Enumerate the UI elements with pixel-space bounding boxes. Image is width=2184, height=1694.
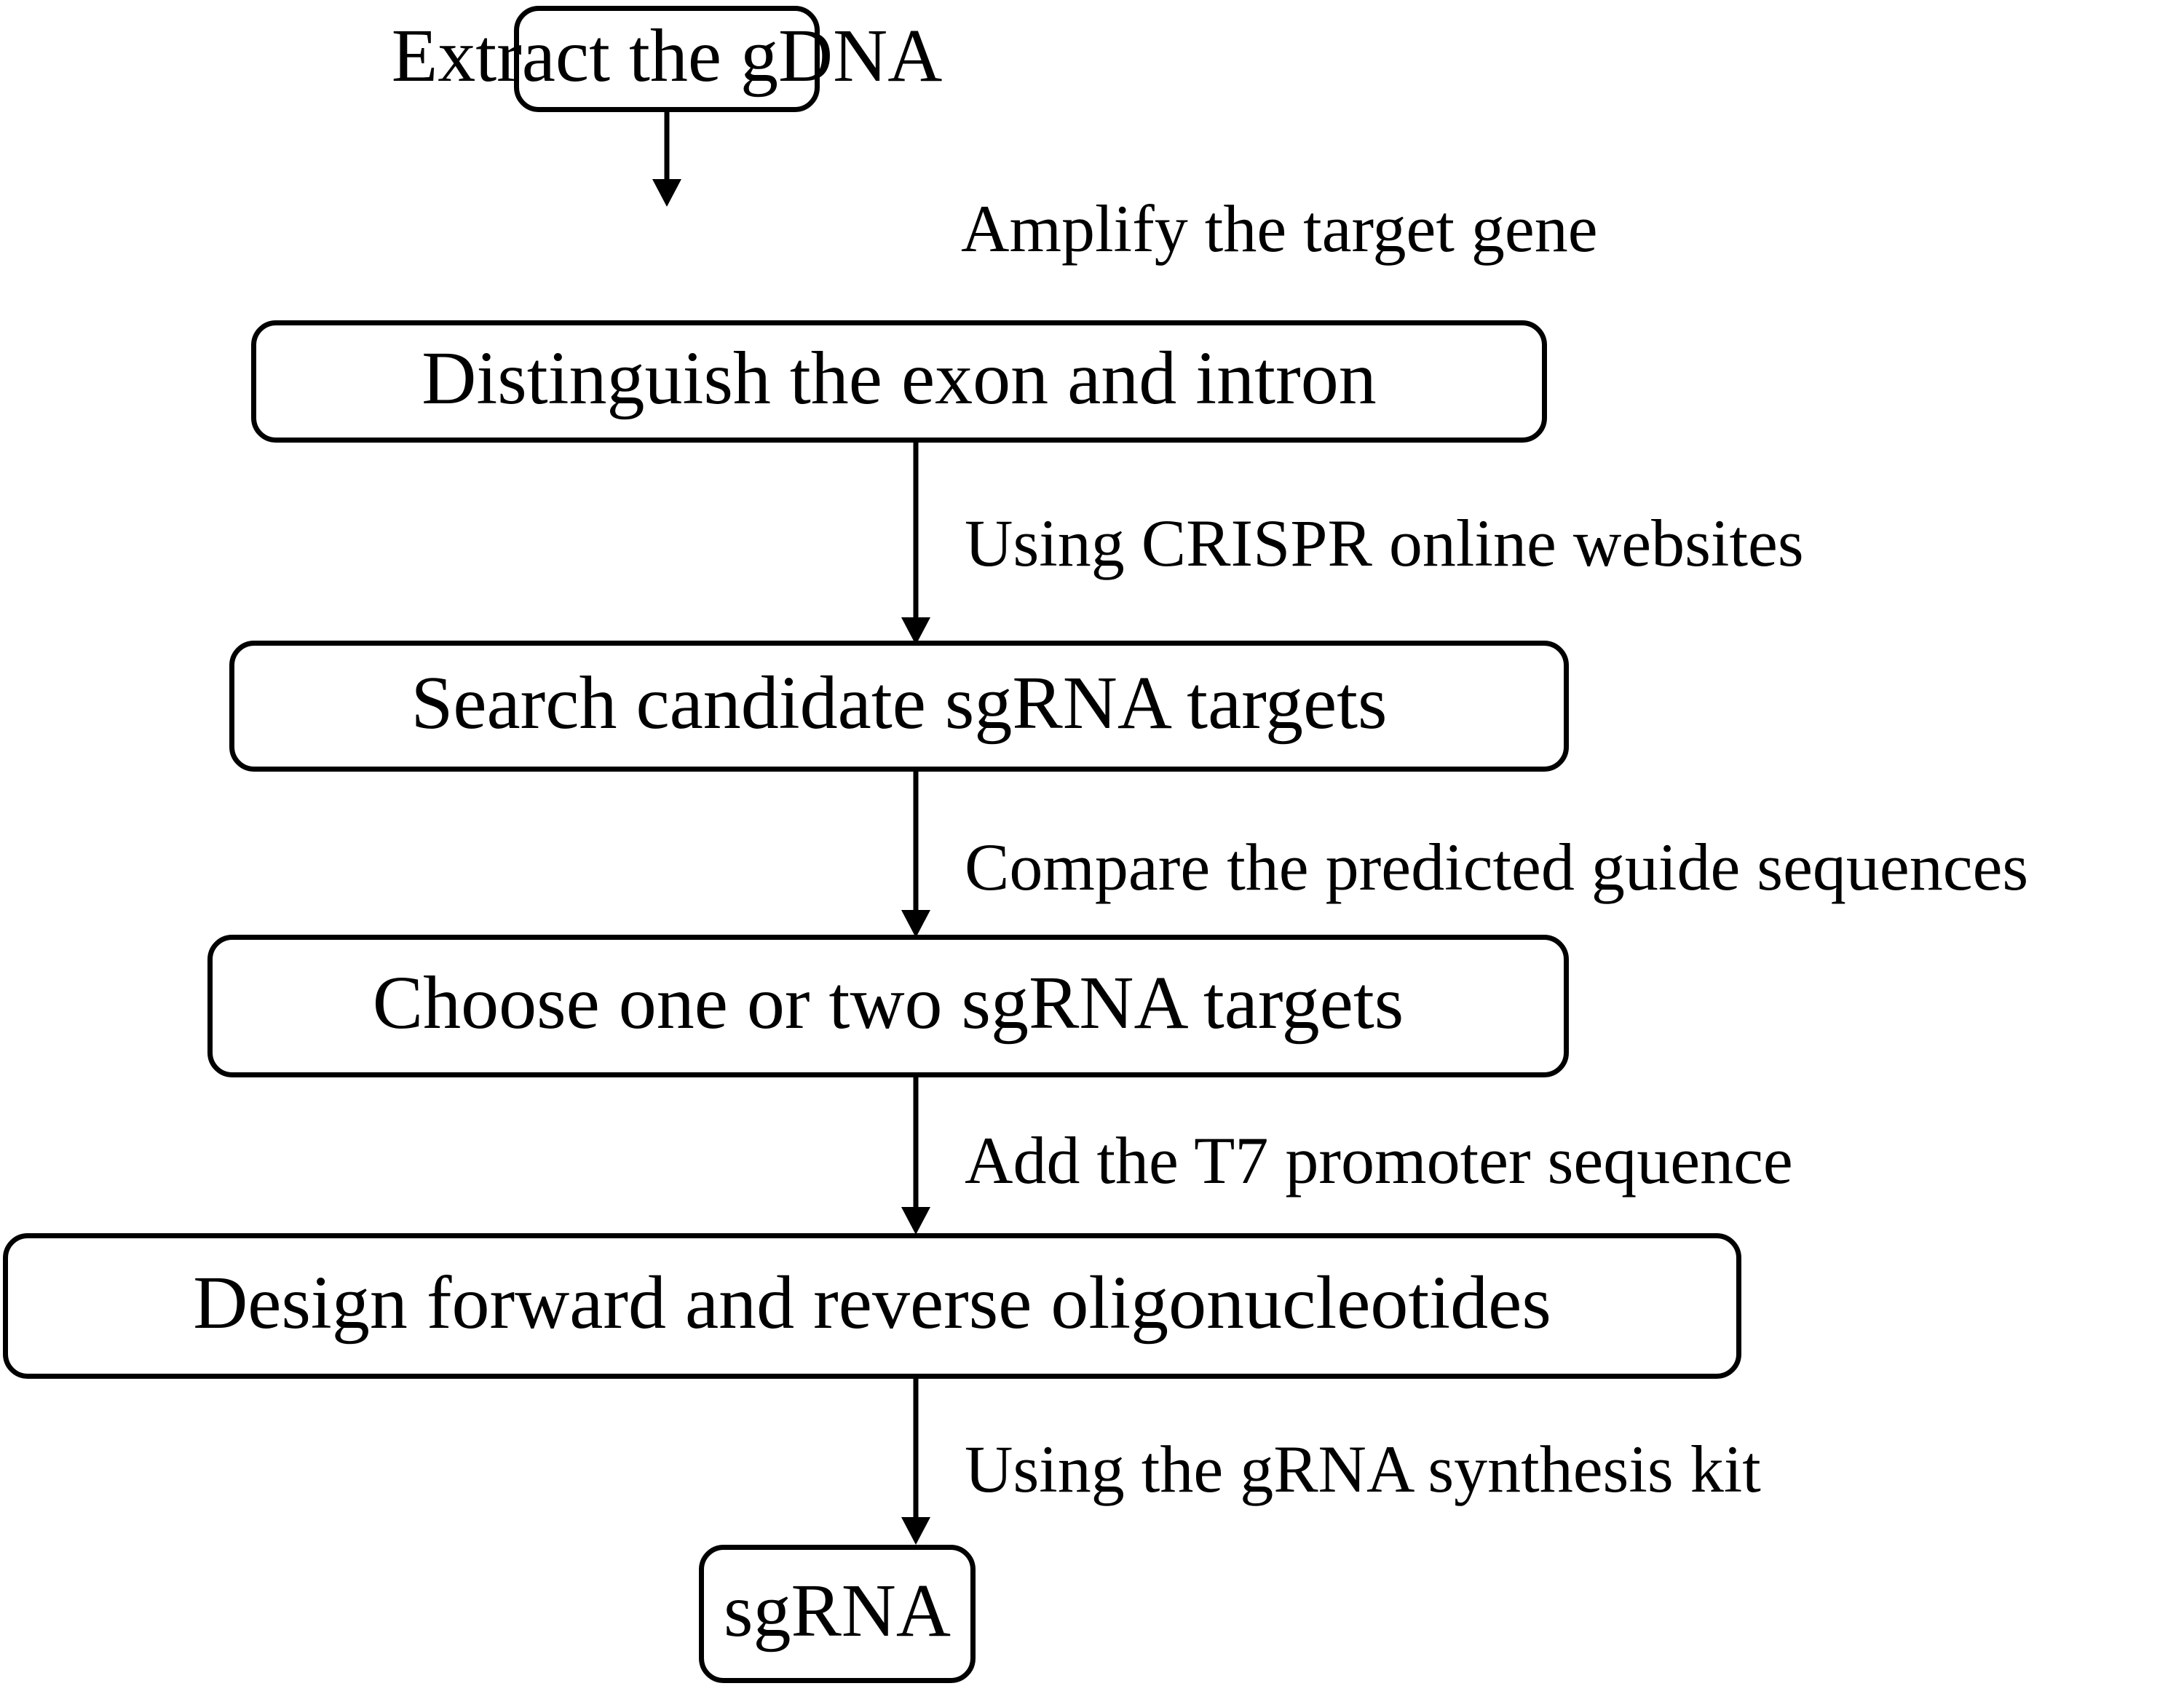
flow-node-label: sgRNA	[723, 1569, 951, 1653]
edge-arrowhead	[901, 910, 930, 938]
edge-arrowhead	[901, 617, 930, 645]
flow-edge-label-using-crispr-websites: Using CRISPR online websites	[965, 506, 1804, 580]
flow-node-distinguish-exon-intron[interactable]: Distinguish the exon and intron	[251, 320, 1547, 443]
edge-arrowhead	[652, 179, 681, 207]
flow-edge-label-add-t7-promoter-sequence: Add the T7 promoter sequence	[965, 1123, 1793, 1198]
flow-node-design-oligonucleotides[interactable]: Design forward and reverse oligonucleoti…	[3, 1233, 1741, 1379]
edge-arrowhead	[901, 1517, 930, 1545]
flow-node-label: Design forward and reverse oligonucleoti…	[193, 1261, 1551, 1345]
flow-edge-label-amplify-target-gene: Amplify the target gene	[961, 191, 1598, 266]
edge-shaft	[913, 443, 919, 620]
flow-node-search-candidate-sgrna-targets[interactable]: Search candidate sgRNA targets	[229, 641, 1569, 772]
flow-node-label: Distinguish the exon and intron	[422, 336, 1377, 420]
edge-shaft	[913, 772, 919, 913]
edge-shaft	[913, 1077, 919, 1210]
flow-node-label: Extract the gDNA	[391, 14, 943, 98]
flow-edge-label-compare-predicted-guide-sequences: Compare the predicted guide sequences	[965, 830, 2029, 904]
flow-node-label: Search candidate sgRNA targets	[411, 661, 1388, 745]
edge-arrowhead	[901, 1207, 930, 1235]
flow-node-label: Choose one or two sgRNA targets	[372, 961, 1404, 1045]
flow-node-choose-sgrna-targets[interactable]: Choose one or two sgRNA targets	[207, 935, 1569, 1077]
edge-shaft	[664, 112, 670, 182]
edge-shaft	[913, 1379, 919, 1520]
flow-node-extract-gdna[interactable]: Extract the gDNA	[392, 6, 942, 112]
flow-edge-label-using-grna-synthesis-kit: Using the gRNA synthesis kit	[965, 1432, 1761, 1506]
flow-node-sgrna[interactable]: sgRNA	[699, 1545, 976, 1683]
